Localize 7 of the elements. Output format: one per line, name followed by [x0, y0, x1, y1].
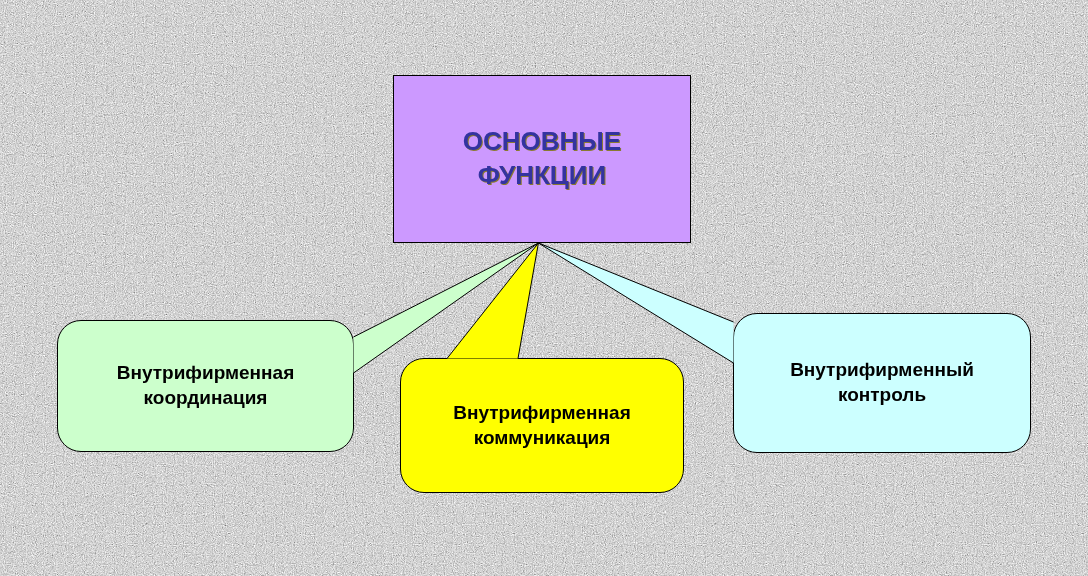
callout-bubble [57, 320, 354, 452]
callout-text: Внутрифирменный контроль [789, 358, 975, 407]
callout-text: Внутрифирменная координация [115, 361, 296, 410]
callout-text: Внутрифирменная коммуникация [452, 400, 632, 450]
function-box [393, 75, 691, 243]
heading-text: ОСНОВНЫЕ ФУНКЦИИ [461, 125, 623, 192]
callout-bubble [733, 313, 1031, 453]
